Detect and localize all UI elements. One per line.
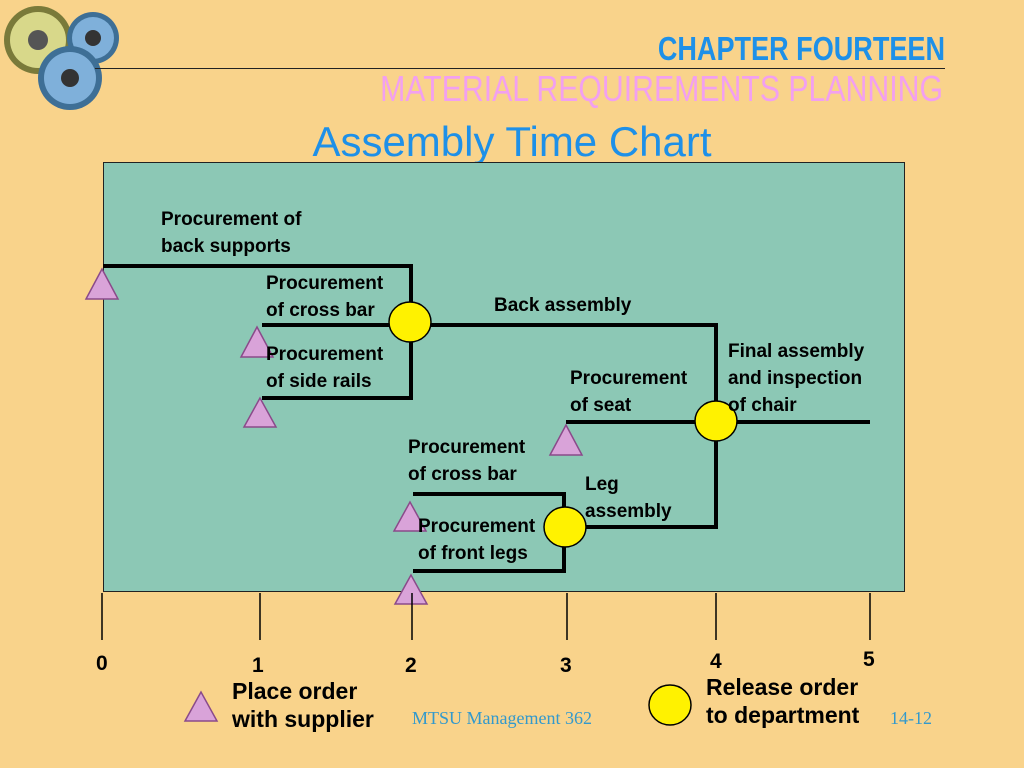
slide-number: 14-12 (890, 708, 932, 728)
place-order-marker (393, 573, 429, 605)
subject-heading: MATERIAL REQUIREMENTS PLANNING (380, 68, 943, 109)
legend-release-order: Release order to department (706, 674, 860, 728)
label-cross-bar-1: Procurement of cross bar (266, 273, 384, 321)
label-leg-assembly: Leg assembly (585, 474, 672, 522)
place-order-marker (242, 396, 278, 428)
footer-course: MTSU Management 362 (412, 708, 592, 728)
legend-place-order: Place order with supplier (232, 678, 374, 732)
release-order-marker (694, 400, 738, 442)
gears-icon (4, 6, 119, 110)
place-order-marker (392, 500, 428, 532)
chart-panel (103, 162, 905, 592)
label-front-legs: Procurement of front legs (418, 516, 536, 564)
place-order-marker (548, 423, 584, 456)
header-divider (95, 68, 945, 69)
tick-label-5: 5 (863, 648, 875, 671)
label-back-assembly: Back assembly (494, 295, 632, 316)
chapter-heading: CHAPTER FOURTEEN (657, 30, 945, 67)
label-side-rails: Procurement of side rails (266, 344, 384, 392)
legend-circle-icon (648, 684, 692, 726)
label-final-assembly: Final assembly and inspection of chair (728, 341, 865, 416)
tick-label-3: 3 (560, 654, 572, 677)
label-seat: Procurement of seat (570, 368, 688, 416)
release-order-marker (543, 506, 587, 548)
tick-label-0: 0 (96, 652, 108, 675)
legend-triangle-icon (183, 690, 219, 722)
tick-label-1: 1 (252, 654, 264, 677)
place-order-marker (84, 267, 120, 300)
tick-label-2: 2 (405, 654, 417, 677)
label-back-supports: Procurement of back supports (161, 209, 302, 257)
place-order-marker (239, 325, 275, 358)
release-order-marker (388, 301, 432, 343)
slide-title: Assembly Time Chart (312, 118, 712, 165)
tick-label-4: 4 (710, 650, 722, 673)
label-cross-bar-2: Procurement of cross bar (408, 437, 526, 485)
